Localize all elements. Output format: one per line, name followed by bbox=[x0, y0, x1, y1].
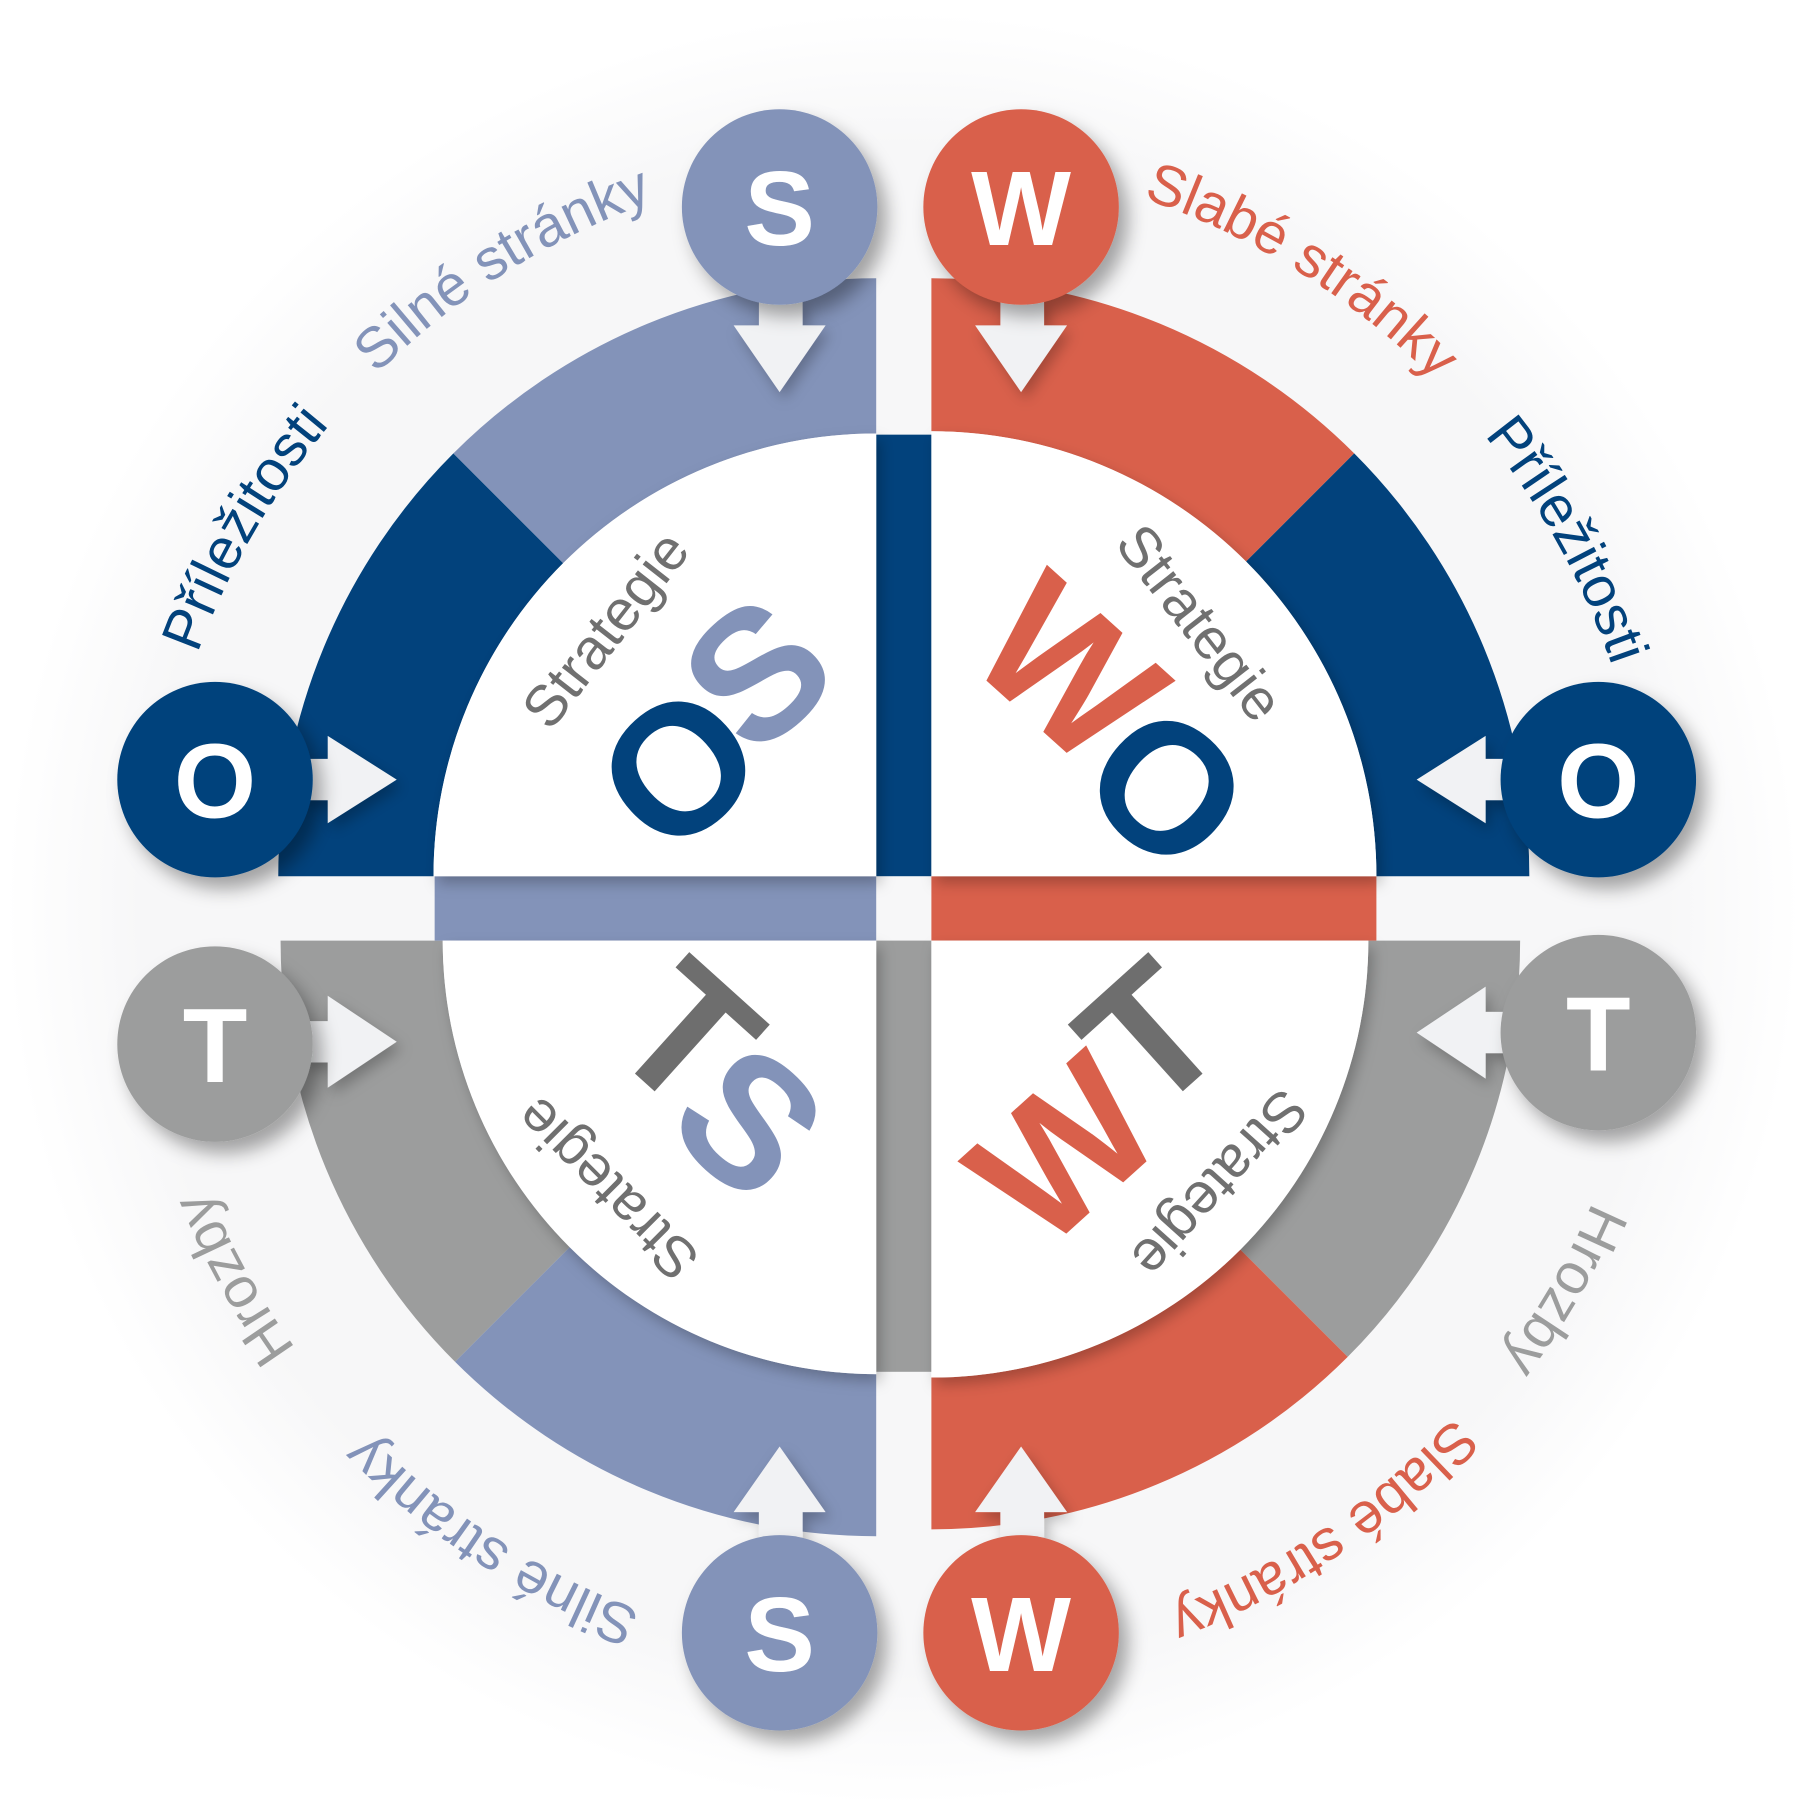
circle-s-top bbox=[681, 109, 878, 305]
circle-letter-t: T bbox=[1566, 976, 1631, 1094]
bar-threats-vertical bbox=[876, 940, 932, 1372]
circle-letter-o: O bbox=[174, 723, 256, 841]
bar-strengths-horizontal bbox=[434, 876, 877, 941]
circle-o-left bbox=[117, 681, 313, 878]
circle-letter-o: O bbox=[1557, 723, 1639, 841]
circle-letter-t: T bbox=[183, 987, 248, 1105]
circle-w-top bbox=[923, 109, 1119, 305]
circle-letter-w: W bbox=[971, 150, 1071, 268]
circle-w-bottom bbox=[923, 1535, 1119, 1731]
arrow-down-icon bbox=[733, 301, 826, 393]
circle-t-left bbox=[117, 946, 313, 1142]
arrow-left-icon bbox=[1416, 735, 1509, 824]
ring-segment-weaknesses bbox=[931, 1249, 1348, 1530]
circle-o-right bbox=[1500, 681, 1697, 878]
quadrant-os bbox=[433, 433, 877, 877]
circle-s-bottom bbox=[681, 1535, 878, 1731]
background-disc bbox=[6, 11, 1800, 1803]
circle-t-right bbox=[1500, 934, 1697, 1131]
arrow-left-icon bbox=[1416, 986, 1509, 1079]
quadrant-ts bbox=[442, 940, 877, 1375]
arrow-up-icon bbox=[733, 1446, 826, 1538]
bar-weaknesses-horizontal bbox=[931, 876, 1377, 941]
quadrant-wo bbox=[931, 431, 1377, 877]
bar-opportunities-vertical bbox=[876, 434, 932, 877]
circle-letter-s: S bbox=[744, 150, 815, 268]
quadrant-wt bbox=[931, 940, 1369, 1378]
circle-letter-w: W bbox=[971, 1576, 1071, 1694]
circle-letter-s: S bbox=[744, 1576, 815, 1694]
